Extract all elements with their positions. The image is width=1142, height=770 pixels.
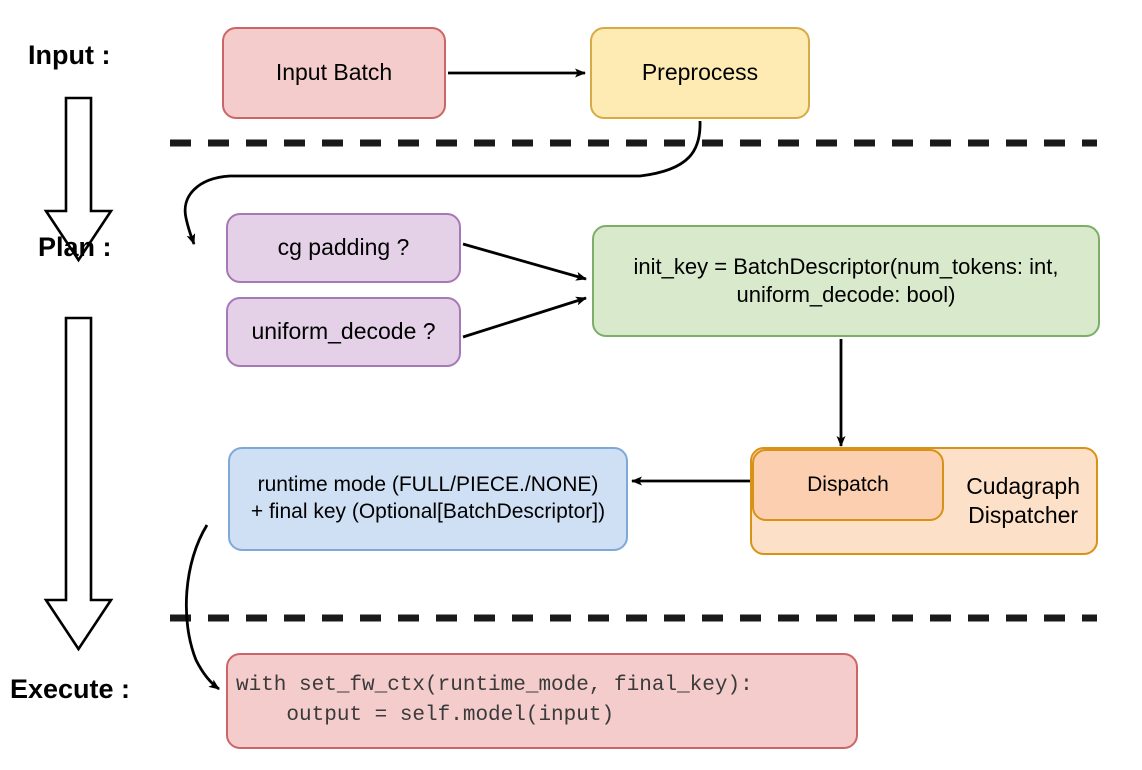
node-runtime-mode[interactable]: runtime mode (FULL/PIECE./NONE) + final … [228, 447, 628, 551]
node-init-key-label: init_key = BatchDescriptor(num_tokens: i… [633, 253, 1059, 307]
edge-uniform-decode-to-init-key [462, 296, 587, 339]
node-preprocess-label: Preprocess [641, 59, 759, 86]
plan-to-execute-arrow [43, 316, 114, 652]
stage-label-execute: Execute : [10, 674, 131, 704]
stage-label-plan: Plan : [38, 232, 112, 262]
input-to-plan-arrow [43, 96, 114, 263]
node-uniform-decode-label: uniform_decode ? [251, 318, 436, 345]
node-dispatch-label: Dispatch [807, 472, 889, 496]
node-cudagraph-dispatcher-label: Cudagraph Dispatcher [966, 472, 1080, 528]
node-input-batch-label: Input Batch [275, 59, 393, 86]
edge-cg-padding-to-init-key [462, 242, 587, 281]
node-dispatch[interactable]: Dispatch [752, 449, 944, 521]
node-cg-padding-label: cg padding ? [277, 234, 410, 261]
node-input-batch[interactable]: Input Batch [222, 27, 446, 119]
node-uniform-decode[interactable]: uniform_decode ? [226, 297, 461, 367]
node-execute-code[interactable]: with set_fw_ctx(runtime_mode, final_key)… [226, 653, 858, 749]
node-preprocess[interactable]: Preprocess [590, 27, 810, 119]
edge-preprocess-to-cg-padding [183, 120, 702, 245]
node-init-key[interactable]: init_key = BatchDescriptor(num_tokens: i… [592, 225, 1100, 337]
edge-runtime-mode-to-execute-code [184, 524, 220, 691]
node-cg-padding[interactable]: cg padding ? [226, 213, 461, 283]
node-runtime-mode-label: runtime mode (FULL/PIECE./NONE) + final … [250, 473, 606, 523]
stage-label-input: Input : [28, 40, 111, 70]
node-execute-code-label: with set_fw_ctx(runtime_mode, final_key)… [236, 674, 753, 727]
